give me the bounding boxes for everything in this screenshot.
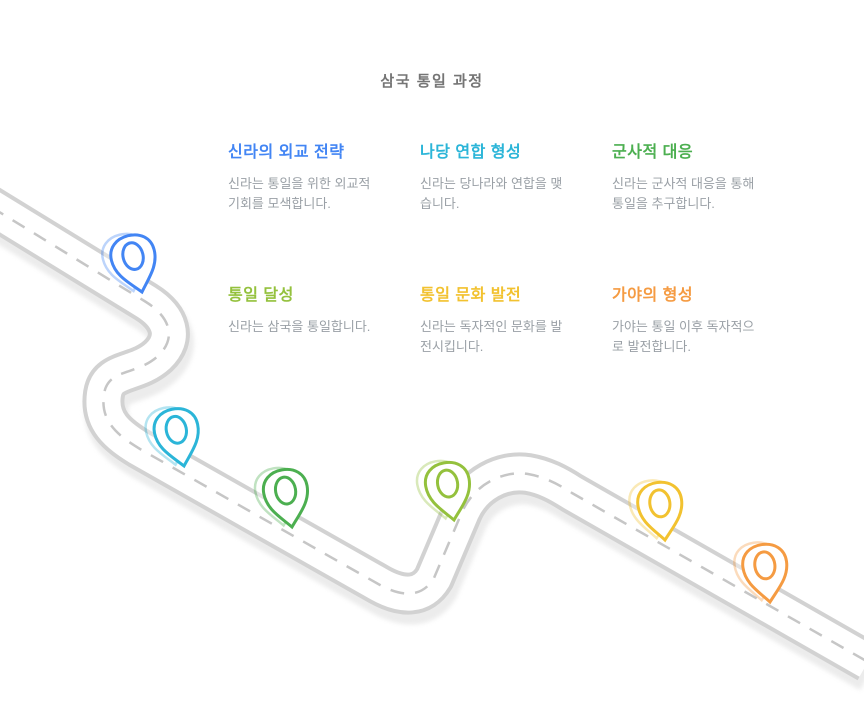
map-pin-icon: [101, 232, 157, 295]
step-4-description: 신라는 삼국을 통일합니다.: [228, 319, 371, 334]
step-5-description: 신라는 독자적인 문화를 발전시킵니다.: [420, 319, 563, 355]
step-1-heading: 신라의 외교 전략: [228, 144, 345, 161]
step-2-heading: 나당 연합 형성: [420, 144, 522, 161]
map-pins: [101, 232, 789, 605]
step-6-heading: 가야의 형성: [612, 287, 694, 304]
step-card-5: 통일 문화 발전 신라는 독자적인 문화를 발전시킵니다.: [420, 281, 572, 357]
road-centerline: [0, 210, 864, 662]
step-card-1: 신라의 외교 전략 신라는 통일을 위한 외교적 기회를 모색합니다.: [228, 138, 380, 214]
map-pin-icon: [144, 406, 200, 469]
step-3-description: 신라는 군사적 대응을 통해 통일을 추구합니다.: [612, 176, 755, 212]
step-2-description: 신라는 당나라와 연합을 맺습니다.: [420, 176, 563, 212]
step-card-4: 통일 달성 신라는 삼국을 통일합니다.: [228, 281, 380, 337]
step-card-3: 군사적 대응 신라는 군사적 대응을 통해 통일을 추구합니다.: [612, 138, 764, 214]
map-pin-icon: [628, 479, 684, 543]
step-4-heading: 통일 달성: [228, 287, 294, 304]
step-3-heading: 군사적 대응: [612, 144, 694, 161]
diagram-title: 삼국 통일 과정: [380, 73, 484, 90]
step-5-heading: 통일 문화 발전: [420, 287, 522, 304]
map-pin-icon: [415, 459, 472, 523]
map-pin-icon: [733, 541, 789, 605]
map-pin-icon: [253, 466, 310, 530]
step-card-6: 가야의 형성 가야는 통일 이후 독자적으로 발전합니다.: [612, 281, 764, 357]
step-1-description: 신라는 통일을 위한 외교적 기회를 모색합니다.: [228, 176, 371, 212]
step-6-description: 가야는 통일 이후 독자적으로 발전합니다.: [612, 319, 755, 355]
step-card-2: 나당 연합 형성 신라는 당나라와 연합을 맺습니다.: [420, 138, 572, 214]
